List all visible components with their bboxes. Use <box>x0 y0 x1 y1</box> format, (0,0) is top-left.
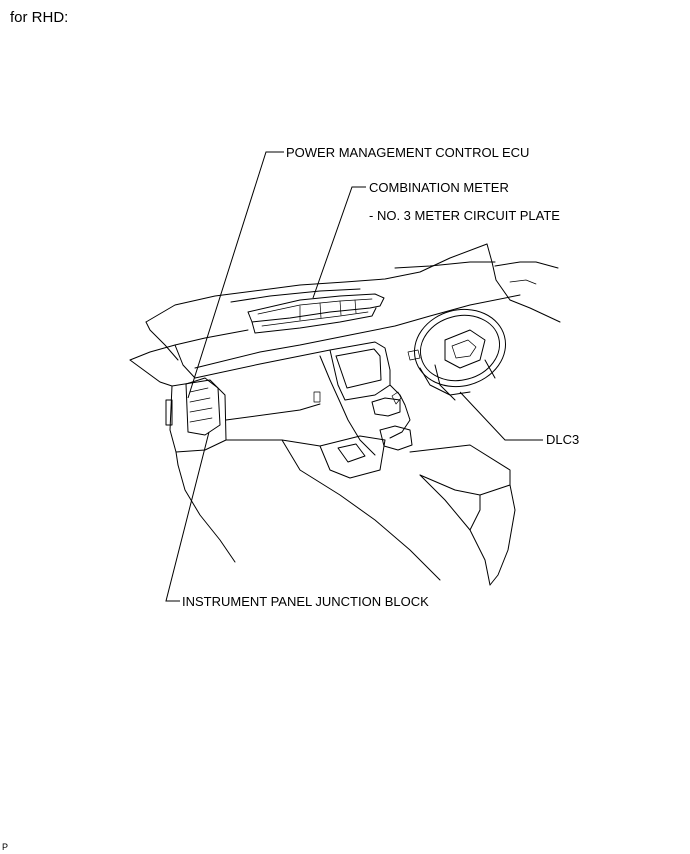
corner-code: P <box>2 842 9 852</box>
center-console-shape <box>281 435 516 586</box>
dashboard-upper-outline <box>129 243 561 387</box>
junction-block-shape <box>165 377 321 466</box>
callout-junction-block: INSTRUMENT PANEL JUNCTION BLOCK <box>182 594 429 609</box>
steering-wheel-shape <box>407 308 507 401</box>
callout-dlc3: DLC3 <box>546 432 580 447</box>
callout-power-management-ecu: POWER MANAGEMENT CONTROL ECU <box>286 145 530 160</box>
floor-lines <box>177 464 236 563</box>
callout-combination-meter: COMBINATION METER <box>369 180 509 195</box>
leader-lines <box>165 151 543 602</box>
center-stack-shape <box>319 341 413 456</box>
callout-meter-circuit-plate: - NO. 3 METER CIRCUIT PLATE <box>369 208 560 223</box>
combination-meter-shape <box>247 293 385 334</box>
page-heading: for RHD: <box>10 9 69 26</box>
